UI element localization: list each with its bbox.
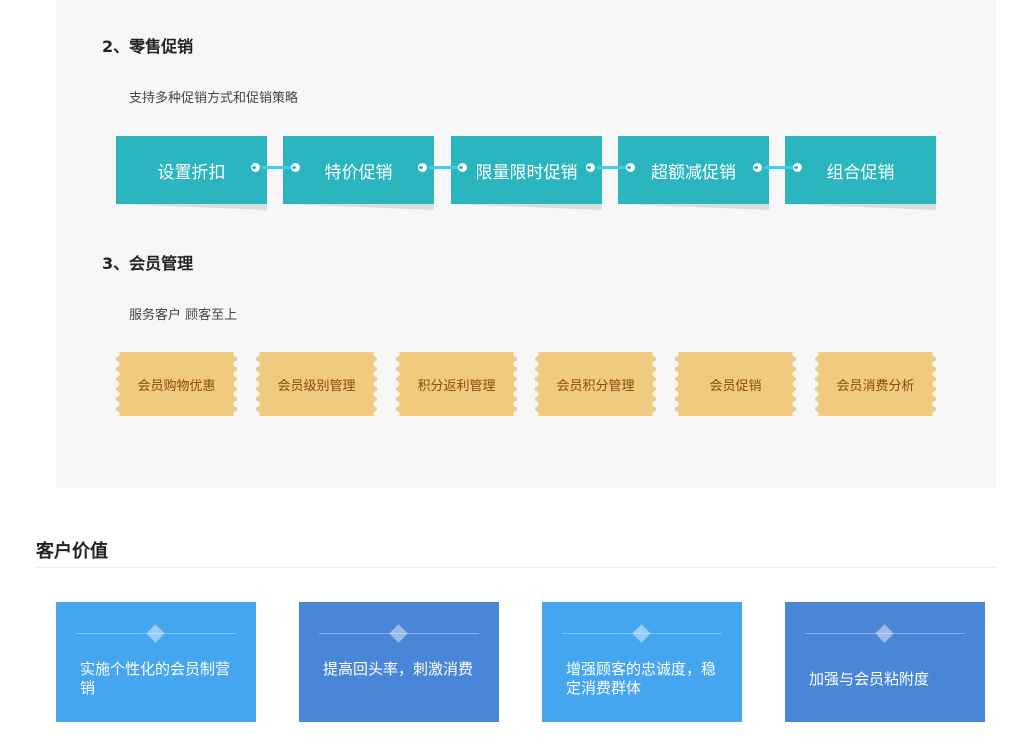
promo-shadow [785,200,936,210]
connector-dot-icon [251,163,260,172]
retail-section-desc: 支持多种促销方式和促销策略 [129,91,299,106]
ticket-member-promotion[interactable]: 会员促销 [675,352,796,416]
promo-step-combo[interactable]: 组合促销 [785,136,936,204]
connector-dot-icon [793,163,802,172]
promo-shadow [618,200,769,210]
section-divider [36,567,996,568]
customer-value-title: 客户价值 [36,541,108,562]
connector-dot-icon [458,163,467,172]
promo-shadow [283,200,434,210]
ticket-member-consumption-analysis[interactable]: 会员消费分析 [815,352,936,416]
connector-dot-icon [586,163,595,172]
promo-shadow [116,200,267,210]
card-line [805,633,965,634]
card-line [319,633,479,634]
member-features: 会员购物优惠 会员级别管理 积分返利管理 会员积分管理 会员促销 会员消费分析 [116,352,936,416]
ticket-points-rebate-management[interactable]: 积分返利管理 [396,352,517,416]
promotion-flow: 设置折扣 特价促销 限量限时促销 超额减促销 组合促销 [116,136,936,210]
value-card: 提高回头率，刺激消费 [299,602,499,722]
ticket-member-level-management[interactable]: 会员级别管理 [256,352,377,416]
promo-step-over-amount[interactable]: 超额减促销 [618,136,769,204]
feature-panel: 2、零售促销 支持多种促销方式和促销策略 设置折扣 特价促销 限量限时促销 超额… [56,0,996,488]
promo-step-special-price[interactable]: 特价促销 [283,136,434,204]
value-card-text: 实施个性化的会员制营销 [80,660,231,697]
diamond-icon [389,624,408,643]
diamond-icon [146,624,165,643]
card-line [562,633,722,634]
ticket-member-shopping-discount[interactable]: 会员购物优惠 [116,352,237,416]
value-card: 增强顾客的忠诚度，稳定消费群体 [542,602,742,722]
value-card: 实施个性化的会员制营销 [56,602,256,722]
value-card-text: 加强与会员粘附度 [809,670,930,688]
member-section-title: 3、会员管理 [102,254,194,273]
connector-dot-icon [418,163,427,172]
connector-line [597,166,627,169]
value-card: 加强与会员粘附度 [785,602,985,722]
diamond-icon [632,624,651,643]
value-card-text: 增强顾客的忠诚度，稳定消费群体 [566,660,717,697]
connector-line [764,166,794,169]
connector-line [429,166,459,169]
promo-step-discount[interactable]: 设置折扣 [116,136,267,204]
connector-dot-icon [291,163,300,172]
value-card-text: 提高回头率，刺激消费 [323,660,474,678]
connector-dot-icon [626,163,635,172]
ticket-member-points-management[interactable]: 会员积分管理 [535,352,656,416]
promo-step-limited-time[interactable]: 限量限时促销 [451,136,602,204]
card-line [76,633,236,634]
member-section-desc: 服务客户 顾客至上 [129,308,238,323]
promo-shadow [451,200,602,210]
connector-dot-icon [753,163,762,172]
retail-section-title: 2、零售促销 [102,37,194,56]
diamond-icon [875,624,894,643]
connector-line [262,166,292,169]
